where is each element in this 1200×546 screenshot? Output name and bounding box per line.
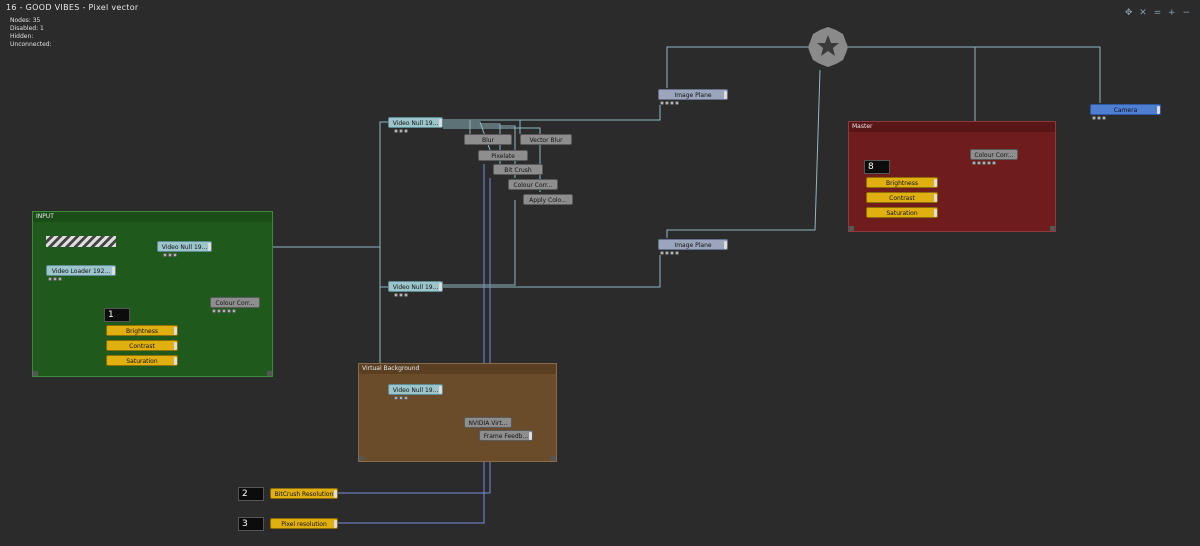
gear-icon[interactable] bbox=[806, 25, 850, 69]
group-virtual-background[interactable]: Virtual Background bbox=[358, 363, 557, 462]
input-value-box[interactable]: 1 bbox=[104, 308, 130, 322]
resize-handle[interactable] bbox=[267, 371, 272, 376]
node-ports[interactable] bbox=[660, 101, 679, 106]
node-video-null-top[interactable]: Video Null 19... bbox=[388, 117, 443, 128]
node-label: Frame Feedb... bbox=[483, 433, 529, 440]
node-ports[interactable] bbox=[394, 293, 408, 298]
node-colour-corr-master[interactable]: Colour Corr... bbox=[970, 149, 1018, 160]
stat-unconnected: Unconnected: bbox=[10, 41, 52, 48]
node-image-plane-mid[interactable]: Image Plane bbox=[658, 239, 728, 250]
node-ports[interactable] bbox=[1092, 116, 1106, 121]
node-pixelate[interactable]: Pixelate bbox=[478, 150, 528, 161]
node-label: Video Loader 192... bbox=[51, 268, 111, 275]
node-apply-colo[interactable]: Apply Colo... bbox=[523, 194, 573, 205]
node-contrast-input[interactable]: Contrast bbox=[106, 340, 178, 351]
node-label: Saturation bbox=[886, 210, 918, 217]
node-label: Video Null 19... bbox=[392, 387, 439, 394]
node-label: Camera bbox=[1113, 107, 1138, 114]
group-title: INPUT bbox=[33, 212, 272, 222]
node-saturation-master[interactable]: Saturation bbox=[866, 207, 938, 218]
node-label: Image Plane bbox=[674, 242, 712, 249]
stat-hidden: Hidden: bbox=[10, 33, 34, 40]
stat-disabled: Disabled: 1 bbox=[10, 25, 44, 32]
node-ports[interactable] bbox=[972, 161, 996, 166]
node-label: Pixel resolution bbox=[281, 521, 327, 528]
corner-handle[interactable] bbox=[33, 371, 38, 376]
node-vector-blur[interactable]: Vector Blur bbox=[520, 134, 572, 145]
node-label: Vector Blur bbox=[529, 137, 563, 144]
node-label: NVIDIA Virt... bbox=[468, 420, 508, 427]
node-label: Contrast bbox=[889, 195, 915, 202]
node-label: BitCrush Resolution bbox=[274, 491, 334, 498]
node-brightness-master[interactable]: Brightness bbox=[866, 177, 938, 188]
disabled-node-striped[interactable] bbox=[46, 236, 116, 247]
node-video-null-input[interactable]: Video Null 19... bbox=[157, 241, 212, 252]
node-colour-corr-input[interactable]: Colour Corr... bbox=[210, 297, 260, 308]
node-label: Saturation bbox=[126, 358, 158, 365]
node-ports[interactable] bbox=[394, 129, 408, 134]
node-label: Video Null 19... bbox=[161, 244, 208, 251]
node-nvidia-virt[interactable]: NVIDIA Virt... bbox=[464, 417, 512, 428]
node-label: Image Plane bbox=[674, 92, 712, 99]
node-label: Colour Corr... bbox=[513, 182, 553, 189]
stat-nodes: Nodes: 35 bbox=[10, 17, 41, 24]
node-label: Colour Corr... bbox=[215, 300, 255, 307]
resize-handle[interactable] bbox=[551, 456, 556, 461]
corner-handle[interactable] bbox=[359, 456, 364, 461]
node-video-loader[interactable]: Video Loader 192... bbox=[46, 265, 116, 276]
group-title: Virtual Background bbox=[359, 364, 556, 374]
node-video-null-virtual[interactable]: Video Null 19... bbox=[388, 384, 443, 395]
toolbar-icons[interactable]: ✥ ✕ = + − bbox=[1124, 8, 1192, 18]
node-label: Video Null 19... bbox=[392, 120, 439, 127]
node-bit-crush[interactable]: Bit Crush bbox=[493, 164, 543, 175]
node-label: Blur bbox=[481, 137, 495, 144]
node-image-plane-top[interactable]: Image Plane bbox=[658, 89, 728, 100]
node-label: Brightness bbox=[886, 180, 918, 187]
node-label: Colour Corr... bbox=[974, 152, 1014, 159]
node-pixel-resolution[interactable]: Pixel resolution bbox=[270, 518, 338, 529]
node-label: Bit Crush bbox=[504, 167, 532, 174]
node-label: Brightness bbox=[126, 328, 158, 335]
node-video-null-mid[interactable]: Video Null 19... bbox=[388, 281, 443, 292]
node-frame-feedb[interactable]: Frame Feedb... bbox=[479, 430, 533, 441]
node-label: Pixelate bbox=[491, 153, 515, 160]
window-title: 16 - GOOD VIBES - Pixel vector bbox=[6, 3, 139, 12]
graph-stats: Nodes: 35 Disabled: 1 Hidden: Unconnecte… bbox=[10, 17, 52, 49]
node-contrast-master[interactable]: Contrast bbox=[866, 192, 938, 203]
bitcrush-value-box[interactable]: 2 bbox=[238, 487, 264, 501]
node-saturation-input[interactable]: Saturation bbox=[106, 355, 178, 366]
resize-handle[interactable] bbox=[1050, 226, 1055, 231]
master-value-box[interactable]: 8 bbox=[864, 160, 890, 174]
group-title: Master bbox=[849, 122, 1055, 132]
graph-toolbar[interactable]: ✥ ✕ = + − bbox=[1125, 8, 1192, 18]
node-bitcrush-resolution[interactable]: BitCrush Resolution bbox=[270, 488, 338, 499]
node-label: Apply Colo... bbox=[529, 197, 567, 204]
node-brightness-input[interactable]: Brightness bbox=[106, 325, 178, 336]
node-blur[interactable]: Blur bbox=[464, 134, 512, 145]
node-ports[interactable] bbox=[163, 253, 177, 258]
pixel-value-box[interactable]: 3 bbox=[238, 517, 264, 531]
corner-handle[interactable] bbox=[849, 226, 854, 231]
node-ports[interactable] bbox=[48, 277, 62, 282]
node-colour-corr-mid[interactable]: Colour Corr... bbox=[508, 179, 558, 190]
node-ports[interactable] bbox=[212, 309, 236, 314]
node-camera[interactable]: Camera bbox=[1090, 104, 1161, 115]
node-ports[interactable] bbox=[660, 251, 679, 256]
node-ports[interactable] bbox=[394, 396, 408, 401]
node-label: Contrast bbox=[129, 343, 155, 350]
node-label: Video Null 19... bbox=[392, 284, 439, 291]
